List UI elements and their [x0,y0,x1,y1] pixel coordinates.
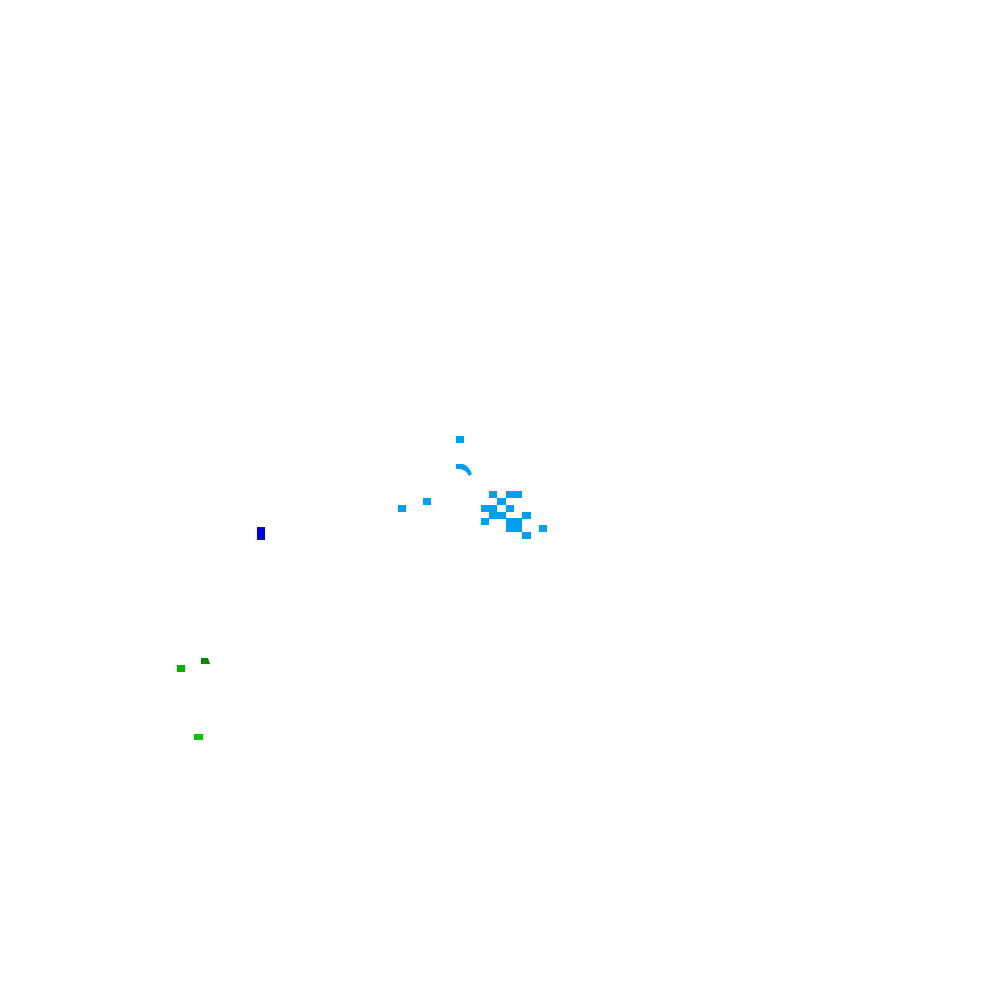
light-blue-cell [481,505,497,512]
light-blue-cell [514,525,522,532]
light-blue-arc [456,464,472,476]
light-blue-cell [489,491,497,498]
light-blue-cell [481,518,489,525]
light-blue-cell [539,525,547,532]
green-cell [177,665,185,672]
light-blue-cell [456,436,464,443]
light-blue-cell [489,512,506,519]
blue-cell [257,527,265,540]
light-blue-cell [522,532,531,539]
light-blue-cell [423,498,431,505]
light-blue-cell [506,505,514,512]
light-blue-cell [522,512,531,519]
light-blue-cell [506,518,522,525]
light-blue-cell [398,505,406,512]
light-blue-cell [506,491,522,498]
feature-layer [177,436,547,740]
bright-green-cell [194,734,203,740]
dark-green-cell [201,658,210,664]
light-blue-cell [497,498,506,505]
